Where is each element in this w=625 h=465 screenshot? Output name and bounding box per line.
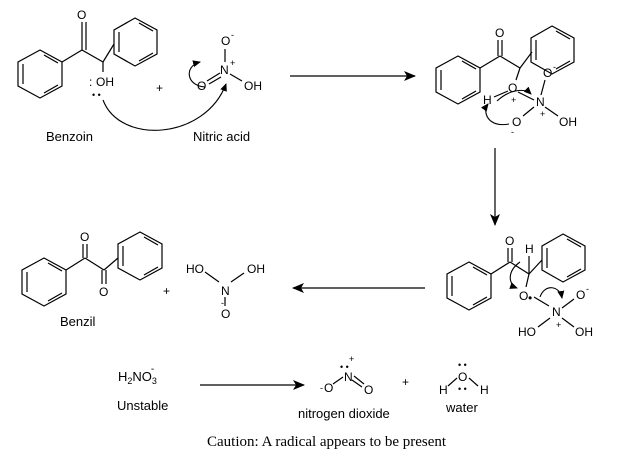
svg-text:-: - [320,383,323,393]
caption: Caution: A radical appears to be present [207,434,447,450]
svg-text:OH: OH [247,262,265,276]
svg-text:O: O [512,115,521,129]
benzoin-phenyl-ring-left [17,49,63,99]
benzoin-carbonyl-o: O [77,8,86,22]
nitric-acid-structure: O - N + O OH [197,30,262,93]
svg-text:H: H [525,242,534,256]
benzoin-lone-pair: : [89,75,92,89]
benzoin-structure: O : OH • • [17,8,158,100]
plus-sign-2: + [163,284,170,298]
svg-text:H: H [439,383,448,397]
svg-text:H: H [480,383,489,397]
svg-text:+: + [556,320,561,330]
unstable-label: Unstable [117,398,168,413]
svg-text:N: N [344,370,353,384]
curly-arrow-ch-bond [509,261,521,289]
svg-text:+: + [230,58,235,68]
svg-text:-: - [231,30,234,40]
svg-text:O: O [197,79,206,93]
svg-text:• •: • • [458,360,467,370]
svg-text:O: O [80,230,89,244]
benzoin-phenyl-ring-right [113,17,158,67]
svg-text:+: + [511,95,516,105]
nitrogen-dioxide-structure: • • + N - O O [320,354,373,397]
svg-text:+: + [540,109,545,119]
svg-text:O: O [221,34,230,48]
nitrogen-dioxide-label: nitrogen dioxide [298,406,390,421]
svg-text:OH: OH [559,115,577,129]
curly-arrow-attack [102,83,227,131]
svg-text:O: O [99,285,108,299]
svg-text:O: O [508,81,517,95]
svg-text:O: O [543,66,552,80]
svg-text:OH: OH [244,79,262,93]
svg-text:N: N [221,284,230,298]
svg-text:N: N [220,63,229,77]
svg-text:O: O [576,288,585,302]
intermediate-1-structure: O O + H N + O - O - OH [435,25,577,137]
svg-text:O: O [519,289,528,303]
water-label: water [445,400,478,415]
svg-text:O: O [495,26,504,40]
benzil-label: Benzil [60,314,96,329]
svg-text:•: • [528,291,532,305]
svg-text:HO: HO [186,262,204,276]
curly-arrow-deprotonation [481,103,510,126]
benzoin-hydroxyl: OH [96,75,114,89]
plus-sign-3: + [402,375,409,389]
svg-text:OH: OH [575,325,593,339]
intermediate-2-structure: O H O • N + O - HO OH [446,233,593,339]
curly-arrow-oh-nitrogen [496,86,532,102]
curly-arrow-pi-bond [188,60,206,88]
water-structure: • • O H H • • [439,360,489,397]
svg-text:• •: • • [340,362,349,372]
svg-text:-: - [511,127,514,137]
svg-text:H: H [483,93,492,107]
h2no3-formula: H2NO3- [118,364,157,386]
svg-text:O: O [364,383,373,397]
benzoin-label: Benzoin [46,129,93,144]
curly-arrow-on-bond [539,287,565,299]
svg-text:HO: HO [518,325,536,339]
svg-text:-: - [221,298,224,308]
svg-text:O: O [324,381,333,395]
benzoin-lone-pair-dots: • • [92,90,101,100]
svg-text:-: - [586,284,589,294]
plus-sign-1: + [156,81,163,95]
svg-text:O: O [505,234,514,248]
svg-text:O: O [458,370,467,384]
nitric-acid-label: Nitric acid [193,129,250,144]
h2no3-structure: HO N OH O - [186,262,265,321]
benzil-structure: O O [21,230,163,307]
svg-text:+: + [349,354,354,364]
svg-text:N: N [552,305,561,319]
svg-text:• •: • • [458,384,467,394]
svg-text:-: - [553,62,556,72]
svg-text:N: N [536,95,545,109]
svg-text:O: O [221,307,230,321]
